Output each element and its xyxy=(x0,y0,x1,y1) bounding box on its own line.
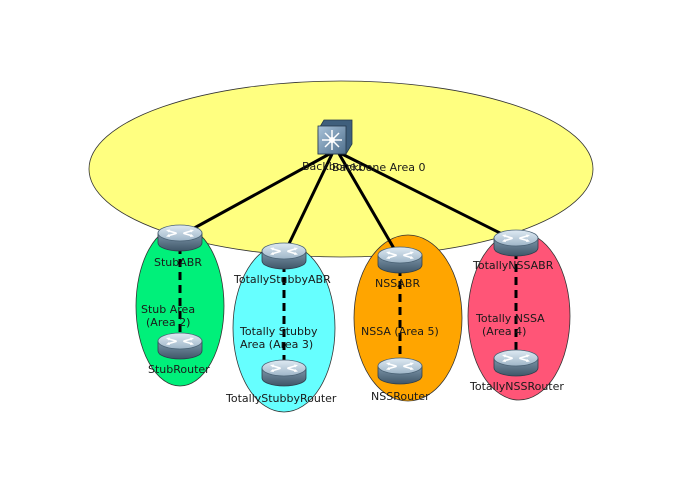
totally-nssa-area-label-line2: (Area 4) xyxy=(482,325,526,338)
totally-stubby-area-label-line1: Totally Stubby xyxy=(239,325,318,338)
link-backbone-totallystubbyabr[interactable] xyxy=(285,150,335,250)
router-icon[interactable] xyxy=(261,359,307,387)
totallynssrouter-label: TotallyNSSRouter xyxy=(469,380,564,393)
area-links xyxy=(178,246,518,362)
multilayer-switch-icon[interactable] xyxy=(317,119,353,155)
backbone-device-label: Backbone1 xyxy=(302,160,363,173)
router-icon[interactable] xyxy=(261,242,307,270)
backbone-area-label: Backbone Area 0 xyxy=(332,161,425,174)
totallystubbyrouter-label: TotallyStubbyRouter xyxy=(225,392,337,405)
totallynssabr-label: TotallyNSSABR xyxy=(472,259,554,272)
stub-area-label-line1: Stub Area xyxy=(141,303,195,316)
stubabr-label: StubABR xyxy=(154,256,202,269)
link-backbone-nssabr[interactable] xyxy=(336,150,398,254)
nssrouter-label: NSSRouter xyxy=(371,390,430,403)
router-icon[interactable] xyxy=(493,229,539,257)
backbone-links xyxy=(185,150,512,254)
nssa-area-label: NSSA (Area 5) xyxy=(361,325,439,338)
router-icon[interactable] xyxy=(493,349,539,377)
totally-nssa-area-label-line1: Totally NSSA xyxy=(475,312,545,325)
link-backbone-totallynssabr[interactable] xyxy=(336,150,512,240)
nssabr-label: NSSABR xyxy=(375,277,420,290)
router-icon[interactable] xyxy=(157,332,203,360)
totallystubbyabr-label: TotallyStubbyABR xyxy=(233,273,331,286)
stub-area-label-line2: (Area 2) xyxy=(146,316,190,329)
router-icon[interactable] xyxy=(377,246,423,274)
totally-stubby-area-label-line2: Area (Area 3) xyxy=(240,338,313,351)
nssa-area-ellipse xyxy=(353,234,463,402)
stubrouter-label: StubRouter xyxy=(148,363,210,376)
link-backbone-stubabr[interactable] xyxy=(185,150,335,234)
router-icon[interactable] xyxy=(157,224,203,252)
router-icon[interactable] xyxy=(377,357,423,385)
backbone-area-ellipse xyxy=(88,80,594,258)
